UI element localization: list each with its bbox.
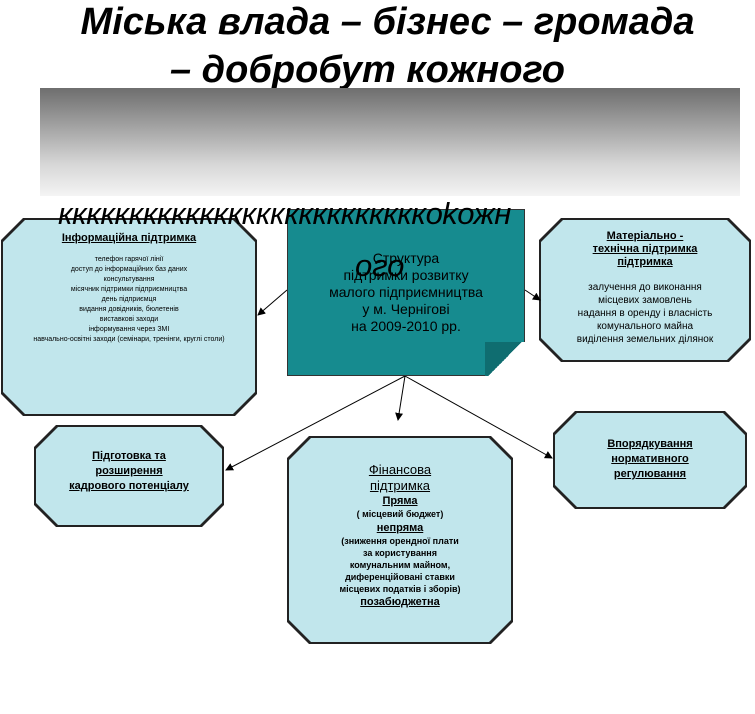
training-line: розширення	[95, 465, 163, 477]
arrow-to-finance	[395, 375, 406, 421]
finance-note: диференційовані ставки	[345, 572, 455, 582]
regulation-box: Впорядкування нормативного регулювання	[555, 413, 745, 507]
center-line: на 2009-2010 рр.	[351, 318, 461, 334]
material-item: надання в оренду і власність	[577, 308, 713, 319]
arrow-to-training	[225, 375, 406, 471]
center-line: Структура	[372, 250, 440, 266]
training-box: Підготовка та розширення кадрового потенці…	[36, 427, 222, 525]
info-box: Інформаційна підтримка телефон гарячої л…	[3, 220, 255, 414]
regulation-line: Впорядкування	[607, 438, 693, 450]
finance-note: за користування	[363, 548, 437, 558]
finance-extra: позабюджетна	[360, 596, 440, 608]
finance-title-line: підтримка	[369, 478, 431, 493]
regulation-line: нормативного	[611, 453, 689, 465]
finance-title-line: Фінансова	[368, 462, 432, 477]
finance-indirect: непряма	[376, 522, 424, 534]
material-title-line: Матеріально -	[606, 230, 684, 242]
center-line: підтримки розвитку	[343, 267, 469, 283]
center-line: у м. Чернігові	[362, 301, 450, 317]
info-item: день підприємця	[101, 296, 157, 303]
arrow-to-regulation	[404, 375, 553, 459]
material-item: комунального майна	[596, 321, 694, 332]
finance-note: місцевих податків і зборів)	[339, 584, 461, 594]
center-line: малого підприємництва	[329, 284, 483, 300]
info-items: телефон гарячої лінії доступ до інформаці…	[31, 255, 227, 345]
finance-direct-note: ( місцевий бюджет)	[356, 509, 444, 519]
info-item: доступ до інформаційних баз даних	[70, 266, 188, 273]
info-item: виставкові заходи	[99, 316, 159, 323]
finance-indirect-notes: (зниження орендної плати за користування к…	[289, 535, 511, 595]
folded-corner	[485, 342, 525, 376]
finance-note: (зниження орендної плати	[341, 536, 459, 546]
regulation-text: Впорядкування нормативного регулювання	[555, 437, 745, 482]
training-line: Підготовка та	[92, 450, 166, 462]
info-item: видання довідників, бюлетенів	[79, 306, 179, 313]
title-line-2: – добробут кожного	[169, 49, 566, 91]
info-title: Інформаційна підтримка	[61, 232, 197, 244]
arrow-to-material	[524, 289, 541, 301]
gradient-band	[40, 88, 740, 196]
info-item: консультування	[103, 276, 155, 283]
title-line-1: Міська влада – бізнес – громада	[80, 1, 695, 43]
info-item: інформування через ЗМІ	[88, 326, 170, 333]
material-title-line: підтримка	[617, 256, 673, 268]
material-title-line: технічна підтримка	[592, 243, 698, 255]
training-text: Підготовка та розширення кадрового потенці…	[36, 449, 222, 494]
finance-direct: Пряма	[382, 495, 418, 507]
material-item: місцевих замовлень	[598, 295, 692, 306]
material-item: виділення земельних ділянок	[576, 334, 714, 345]
arrow-to-info	[257, 289, 288, 316]
info-item: телефон гарячої лінії	[94, 256, 164, 263]
finance-note: комунальним майном,	[349, 560, 451, 570]
info-item: навчально-освітні заходи (семінари, трен…	[33, 336, 225, 343]
material-item: залучення до виконання	[588, 282, 702, 293]
training-line: кадрового потенціалу	[69, 480, 189, 492]
material-items: залучення до виконання місцевих замовлень…	[555, 281, 735, 346]
regulation-line: регулювання	[613, 468, 687, 480]
info-item: місячник підтримки підприємництва	[70, 286, 188, 293]
